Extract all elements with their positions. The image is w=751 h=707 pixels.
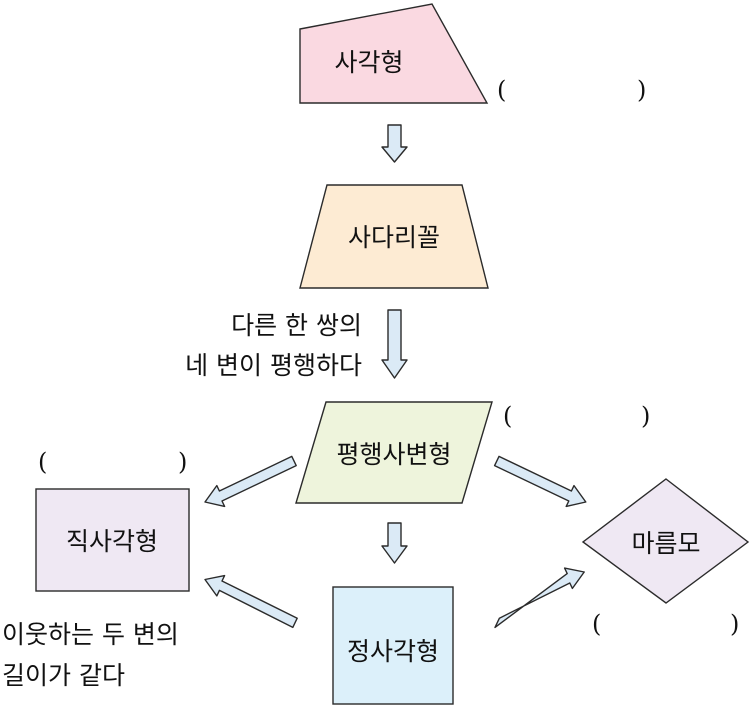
parallelogram-label: 평행사변형 [336, 440, 451, 469]
node-square: 정사각형 [332, 586, 454, 705]
condition-line: 네 변이 평행하다 [185, 351, 362, 380]
quadrilateral-shape [299, 3, 489, 104]
arrow-diagonal-icon [204, 455, 297, 508]
node-parallelogram: 평행사변형 [295, 401, 493, 504]
trapezoid-label: 사다리꼴 [348, 223, 440, 252]
quadrilateral-blank-open: ( [497, 76, 506, 104]
condition-line: 길이가 같다 [2, 661, 125, 690]
arrow-diagonal-icon [494, 567, 585, 629]
parallelogram-blank-close: ) [641, 402, 650, 430]
arrow-down-icon [381, 522, 408, 564]
square-label: 정사각형 [347, 637, 439, 666]
condition-line: 이웃하는 두 변의 [2, 620, 179, 649]
parallelogram-blank-open: ( [503, 402, 512, 430]
trapezoid-shape [299, 184, 489, 289]
arrow-down-icon [381, 124, 408, 163]
rectangle-label: 직사각형 [66, 527, 158, 556]
quadrilateral-blank-close: ) [637, 76, 646, 104]
node-rectangle: 직사각형 [35, 488, 190, 592]
arrow-diagonal-icon [204, 574, 298, 629]
rhombus-blank-open: ( [592, 610, 601, 638]
node-trapezoid: 사다리꼴 [299, 184, 489, 289]
node-quadrilateral: 사각형 [299, 3, 489, 104]
arrow-diagonal-icon [493, 455, 587, 508]
rectangle-shape [35, 488, 190, 592]
condition-line: 다른 한 쌍의 [231, 311, 362, 340]
rectangle-blank-close: ) [178, 448, 187, 476]
arrow-down-icon [381, 309, 408, 379]
quadrilateral-label: 사각형 [334, 48, 403, 77]
rectangle-blank-open: ( [38, 448, 47, 476]
square-shape [332, 586, 454, 705]
rhombus-blank-close: ) [730, 610, 739, 638]
rhombus-label: 마름모 [631, 529, 700, 558]
node-rhombus: 마름모 [581, 478, 750, 604]
rhombus-shape [581, 478, 750, 604]
parallelogram-shape [295, 401, 493, 504]
